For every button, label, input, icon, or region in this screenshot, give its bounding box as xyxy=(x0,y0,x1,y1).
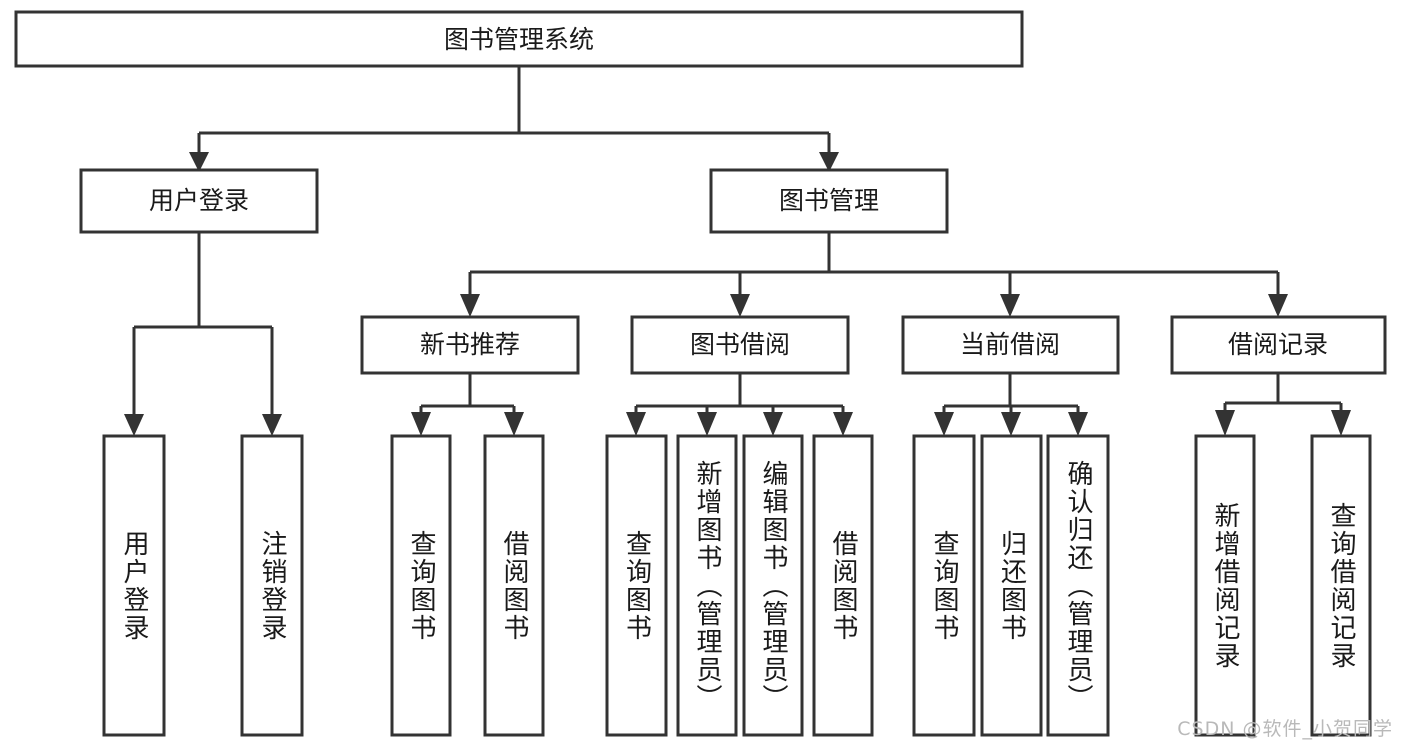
node-current-borrow[interactable]: 当前借阅 xyxy=(901,315,1120,375)
csdn-watermark: CSDN @软件_小贺同学 xyxy=(1177,718,1393,740)
book-borrow-label: 图书借阅 xyxy=(690,330,790,359)
leaf-return-book-box[interactable] xyxy=(980,434,1043,737)
arrowhead-to-leaf-query-book-2 xyxy=(626,412,646,436)
node-borrow-record[interactable]: 借阅记录 xyxy=(1170,315,1387,375)
arrowhead-to-book-borrow xyxy=(730,294,750,317)
arrowhead-to-leaf-add-record xyxy=(1215,410,1235,436)
borrow-record-label: 借阅记录 xyxy=(1228,330,1328,359)
arrowhead-to-leaf-query-record xyxy=(1331,410,1351,436)
leaf-boxes-layer xyxy=(102,434,1372,737)
node-user-login[interactable]: 用户登录 xyxy=(79,168,319,234)
leaf-user-login-box[interactable] xyxy=(102,434,166,737)
leaf-borrow-book-2-box[interactable] xyxy=(812,434,874,737)
node-book-management[interactable]: 图书管理 xyxy=(709,168,949,234)
node-book-borrow[interactable]: 图书借阅 xyxy=(630,315,850,375)
node-root[interactable]: 图书管理系统 xyxy=(14,10,1024,68)
leaf-query-book-1-box[interactable] xyxy=(390,434,452,737)
leaf-borrow-book-1-box[interactable] xyxy=(483,434,545,737)
current-borrow-box[interactable] xyxy=(901,315,1120,375)
node-new-book-recommend[interactable]: 新书推荐 xyxy=(360,315,580,375)
new-book-recommend-label: 新书推荐 xyxy=(420,330,520,359)
arrowhead-to-user-login xyxy=(189,152,209,172)
user-login-label: 用户登录 xyxy=(149,186,249,215)
arrowhead-to-leaf-confirm-return xyxy=(1068,412,1088,436)
connector-root-bus xyxy=(197,66,831,158)
leaf-query-book-3-box[interactable] xyxy=(912,434,976,737)
leaf-add-book-box[interactable] xyxy=(676,434,738,737)
arrowhead-to-leaf-logout xyxy=(262,414,282,436)
connector-user-login-bus xyxy=(132,232,274,420)
root-label: 图书管理系统 xyxy=(444,25,594,54)
arrowhead-to-leaf-return-book xyxy=(1001,412,1021,436)
current-borrow-label: 当前借阅 xyxy=(960,330,1060,359)
arrowhead-to-borrow-record xyxy=(1268,294,1288,317)
leaf-confirm-return-box[interactable] xyxy=(1046,434,1110,737)
arrowhead-to-leaf-query-book-1 xyxy=(411,412,431,436)
connector-book-management-bus xyxy=(468,232,1280,300)
connector-book-borrow-bus xyxy=(634,373,845,420)
arrowhead-to-book-management xyxy=(819,152,839,172)
user-login-box[interactable] xyxy=(79,168,319,234)
book-management-label: 图书管理 xyxy=(779,186,879,215)
arrowhead-to-leaf-edit-book xyxy=(763,412,783,436)
arrowhead-to-leaf-borrow-book-2 xyxy=(833,412,853,436)
arrowhead-to-current-borrow xyxy=(1000,294,1020,317)
new-book-recommend-box[interactable] xyxy=(360,315,580,375)
connector-borrow-record-bus xyxy=(1223,373,1343,420)
leaf-query-record-box[interactable] xyxy=(1310,434,1372,737)
leaf-add-record-box[interactable] xyxy=(1194,434,1256,737)
arrowhead-to-leaf-borrow-book-1 xyxy=(504,412,524,436)
arrowhead-to-leaf-query-book-3 xyxy=(934,412,954,436)
arrowhead-to-new-book-recommend xyxy=(460,294,480,317)
root-box[interactable] xyxy=(14,10,1024,68)
leaf-edit-book-box[interactable] xyxy=(742,434,804,737)
arrowhead-to-leaf-add-book xyxy=(697,412,717,436)
book-management-box[interactable] xyxy=(709,168,949,234)
leaf-query-book-2-box[interactable] xyxy=(605,434,668,737)
arrowhead-to-leaf-user-login xyxy=(124,414,144,436)
connector-new-book-recommend-bus xyxy=(419,373,516,420)
borrow-record-box[interactable] xyxy=(1170,315,1387,375)
connectors-layer xyxy=(124,66,1351,436)
leaf-logout-box[interactable] xyxy=(240,434,304,737)
book-borrow-box[interactable] xyxy=(630,315,850,375)
